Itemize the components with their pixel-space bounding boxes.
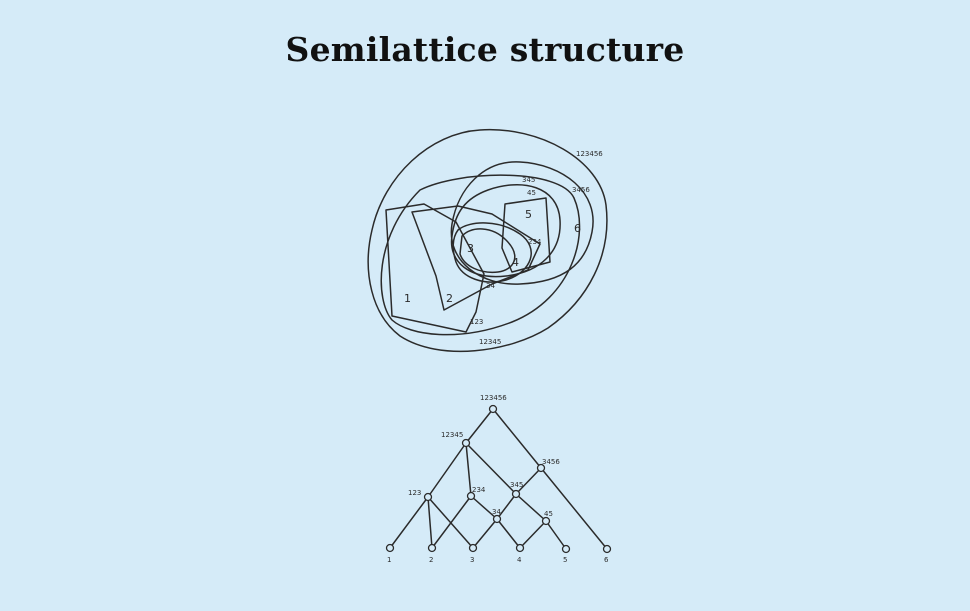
set-label-123456: 123456 [576, 150, 603, 158]
leaf-label-5: 5 [563, 556, 567, 564]
region-label-4: 4 [512, 256, 519, 269]
set-label-3456: 3456 [572, 186, 590, 194]
edge [427, 442, 467, 498]
set-label-45: 45 [527, 189, 536, 197]
node-label-345: 345 [510, 481, 523, 489]
region-label-1: 1 [404, 292, 411, 305]
region-label-2: 2 [446, 292, 453, 305]
node-label-45: 45 [544, 510, 553, 518]
leaf-label-3: 3 [470, 556, 474, 564]
set-outline-123 [385, 203, 485, 333]
node-label-top: 123456 [480, 394, 507, 402]
edge [540, 467, 608, 550]
tree-node [511, 489, 521, 499]
tree-node [515, 543, 525, 553]
edge [465, 442, 472, 497]
edge [470, 495, 498, 520]
tree-node [427, 543, 437, 553]
edge [431, 495, 472, 549]
set-outline-3456 [450, 161, 594, 285]
edge [492, 408, 542, 469]
edge [545, 520, 567, 550]
node-label-3456: 3456 [542, 458, 560, 466]
tree-node [536, 463, 546, 473]
tree-node [488, 404, 498, 414]
edge [389, 496, 429, 549]
set-outline-12345 [380, 174, 581, 336]
set-label-234: 234 [528, 238, 542, 246]
tree-node [492, 514, 502, 524]
tree-node [385, 543, 395, 553]
leaf-label-6: 6 [604, 556, 609, 564]
tree-node [541, 516, 551, 526]
node-label-12345: 12345 [441, 431, 463, 439]
set-label-345: 345 [522, 176, 535, 184]
tree-node [561, 544, 571, 554]
tree-node [423, 492, 433, 502]
edge [515, 493, 547, 522]
node-label-123: 123 [408, 489, 421, 497]
set-outline-234 [411, 205, 541, 311]
set-label-12345: 12345 [479, 338, 501, 346]
slide-title: Semilattice structure [285, 30, 685, 69]
node-label-234: 234 [472, 486, 486, 494]
tree-node [468, 543, 478, 553]
node-label-34: 34 [492, 508, 501, 516]
edge [472, 518, 498, 549]
edge [427, 496, 433, 549]
edge [515, 467, 542, 495]
region-label-5: 5 [525, 208, 532, 221]
set-outline-34 [452, 222, 532, 283]
region-label-6: 6 [574, 222, 581, 235]
tree-node [461, 438, 471, 448]
leaf-label-1: 1 [387, 556, 391, 564]
set-label-123: 123 [470, 318, 483, 326]
edge [519, 520, 547, 549]
edge [465, 408, 494, 444]
set-outline-123456 [367, 128, 608, 353]
set-outline-34-inner [459, 228, 516, 274]
tree-node [466, 491, 476, 501]
semilattice-tree: 123456 12345 3456 123 234 345 34 45 1 2 … [385, 394, 612, 564]
leaf-label-2: 2 [429, 556, 433, 564]
region-label-3: 3 [467, 242, 474, 255]
set-label-34: 34 [486, 282, 495, 290]
leaf-label-4: 4 [517, 556, 522, 564]
tree-node [602, 544, 612, 554]
edge [496, 493, 517, 520]
edge [465, 442, 517, 495]
edge [496, 518, 521, 549]
set-outline-45 [501, 197, 551, 273]
